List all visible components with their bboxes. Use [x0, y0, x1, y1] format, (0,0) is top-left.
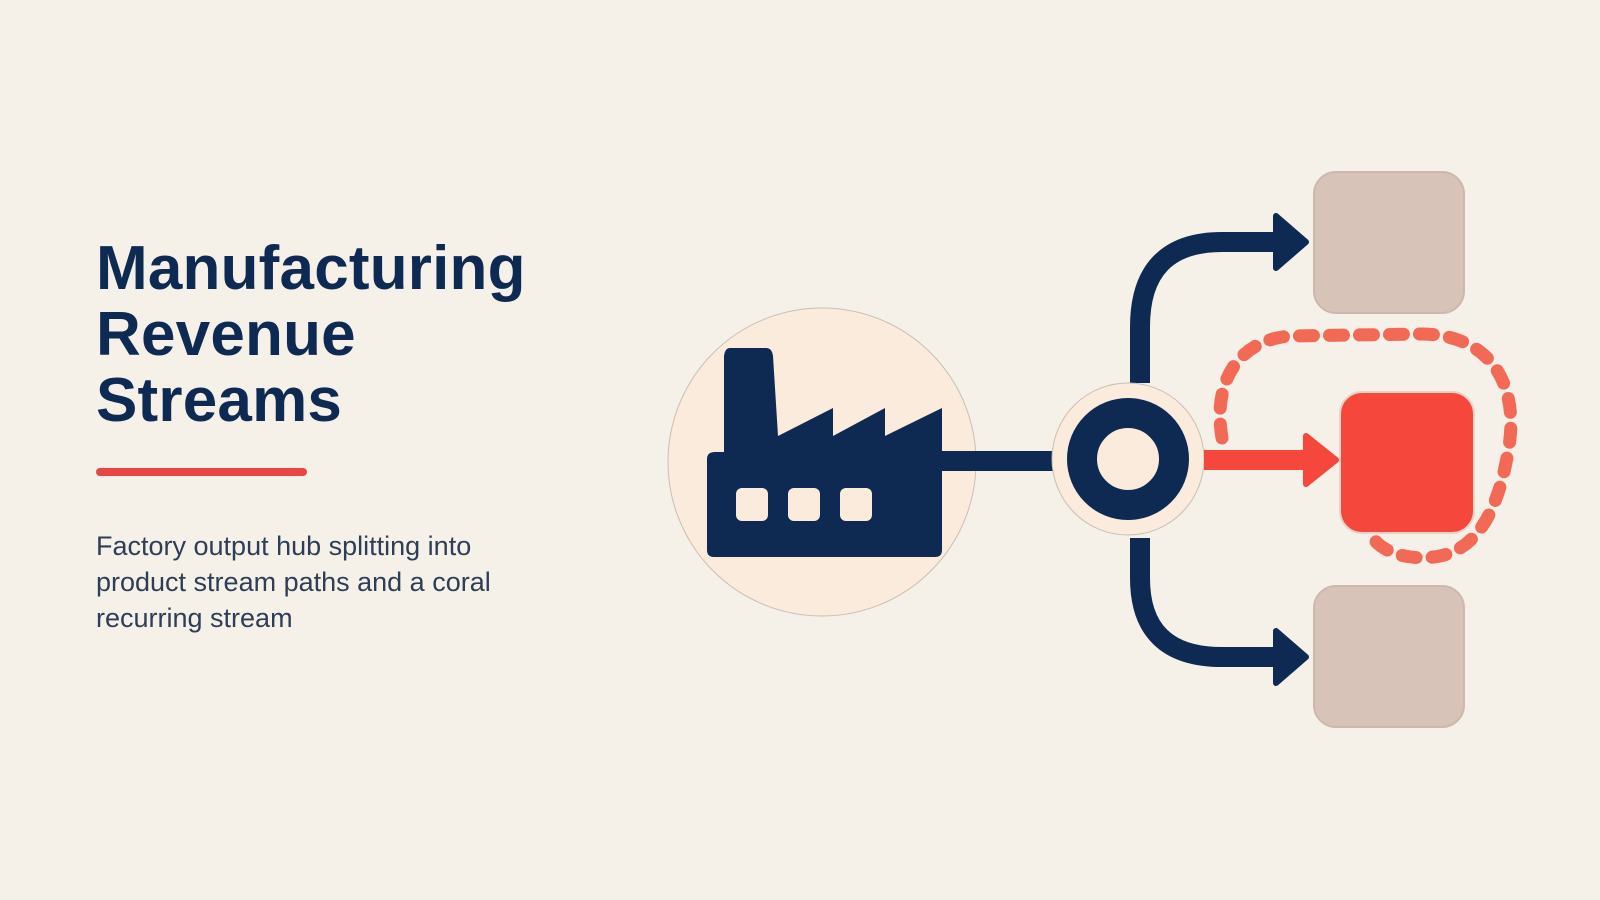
recurring-stream-path: [1204, 450, 1308, 470]
product-stream-bottom-path: [1130, 538, 1276, 667]
recurring-stream-box: [1339, 391, 1475, 534]
arrow-right-icon: [1273, 628, 1309, 686]
slide-description: Factory output hub splitting into produc…: [96, 531, 491, 633]
slide-title: Manufacturing Revenue Streams: [96, 236, 556, 434]
title-line-1: Manufacturing: [96, 234, 526, 303]
title-accent-rule: [96, 468, 307, 476]
factory-source: [667, 307, 977, 617]
product-stream-top-box: [1313, 171, 1465, 314]
arrow-right-icon: [1303, 433, 1339, 487]
hub-node: [1051, 382, 1205, 536]
factory-to-hub-connector: [942, 451, 1060, 471]
factory-icon: [707, 348, 942, 557]
title-line-2: Revenue: [96, 300, 356, 369]
product-stream-top-path: [1130, 232, 1276, 383]
hub-ring-icon: [1067, 398, 1189, 520]
title-line-3: Streams: [96, 366, 343, 435]
arrow-right-icon: [1273, 213, 1309, 271]
product-stream-bottom-box: [1313, 585, 1465, 728]
recurring-loop-dashed: [1213, 327, 1518, 565]
text-panel: Manufacturing Revenue Streams Factory ou…: [96, 236, 556, 636]
